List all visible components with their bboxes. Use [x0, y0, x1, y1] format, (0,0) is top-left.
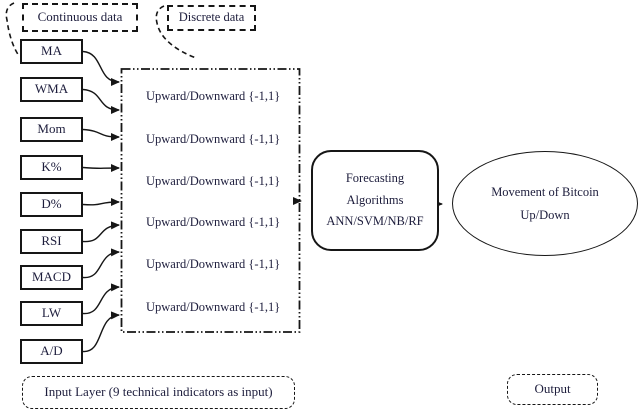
arrow-ma: [82, 50, 120, 86]
indicator-label: D%: [41, 196, 62, 212]
arrow-macd: [82, 248, 120, 279]
input-layer-box: Input Layer (9 technical indicators as i…: [22, 376, 295, 409]
forecasting-line2: Algorithms: [346, 192, 404, 207]
indicator-label: Mom: [37, 121, 66, 137]
output-label: Output: [534, 381, 571, 397]
continuous-data-box: Continuous data: [22, 3, 138, 32]
hidden-row: Upward/Downward {-1,1}: [146, 174, 281, 188]
indicator-label: RSI: [41, 233, 62, 249]
arrow-k: [82, 164, 120, 173]
indicator-box-rsi: RSI: [20, 229, 83, 254]
hidden-row: Upward/Downward {-1,1}: [146, 215, 281, 229]
discrete-data-label: Discrete data: [178, 10, 245, 25]
hidden-row: Upward/Downward {-1,1}: [146, 300, 281, 314]
arrow-mom: [82, 128, 120, 141]
continuous-data-brace-icon: [5, 2, 20, 57]
forecasting-algorithms-box: Forecasting Algorithms ANN/SVM/NB/RF: [311, 150, 439, 251]
indicator-box-ad: A/D: [20, 339, 83, 364]
forecasting-line1: Forecasting: [345, 171, 405, 186]
output-box: Output: [507, 374, 598, 405]
movement-line1: Movement of Bitcoin: [491, 184, 599, 199]
indicator-label: MA: [41, 43, 62, 59]
hidden-row: Upward/Downward {-1,1}: [146, 89, 281, 103]
indicator-label: WMA: [34, 81, 69, 97]
indicator-label: MACD: [31, 269, 71, 285]
arrow-rsi: [82, 221, 120, 243]
input-layer-label: Input Layer (9 technical indicators as i…: [44, 384, 273, 400]
hidden-layer-box: [120, 68, 301, 333]
arrow-ad: [82, 311, 120, 353]
discrete-data-brace-icon: [155, 5, 197, 59]
indicator-box-lw: LW: [20, 301, 83, 326]
indicator-box-wma: WMA: [20, 77, 83, 102]
arrow-wma: [82, 88, 120, 114]
arrow-d: [82, 198, 120, 207]
hidden-row: Upward/Downward {-1,1}: [146, 132, 281, 146]
indicator-label: K%: [41, 159, 62, 175]
indicator-box-ma: MA: [20, 39, 83, 64]
continuous-data-label: Continuous data: [37, 9, 123, 25]
movement-line2: Up/Down: [520, 207, 570, 222]
indicator-box-mom: Mom: [20, 117, 83, 142]
arrow-lw: [82, 283, 120, 315]
indicator-box-d: D%: [20, 192, 83, 217]
forecasting-line3: ANN/SVM/NB/RF: [326, 214, 424, 229]
indicator-box-macd: MACD: [20, 265, 83, 290]
indicator-label: A/D: [40, 343, 63, 359]
movement-result-ellipse: Movement of Bitcoin Up/Down: [452, 151, 638, 256]
indicator-box-k: K%: [20, 155, 83, 180]
hidden-row: Upward/Downward {-1,1}: [146, 257, 281, 271]
discrete-data-box: Discrete data: [167, 5, 256, 31]
indicator-label: LW: [41, 305, 62, 321]
